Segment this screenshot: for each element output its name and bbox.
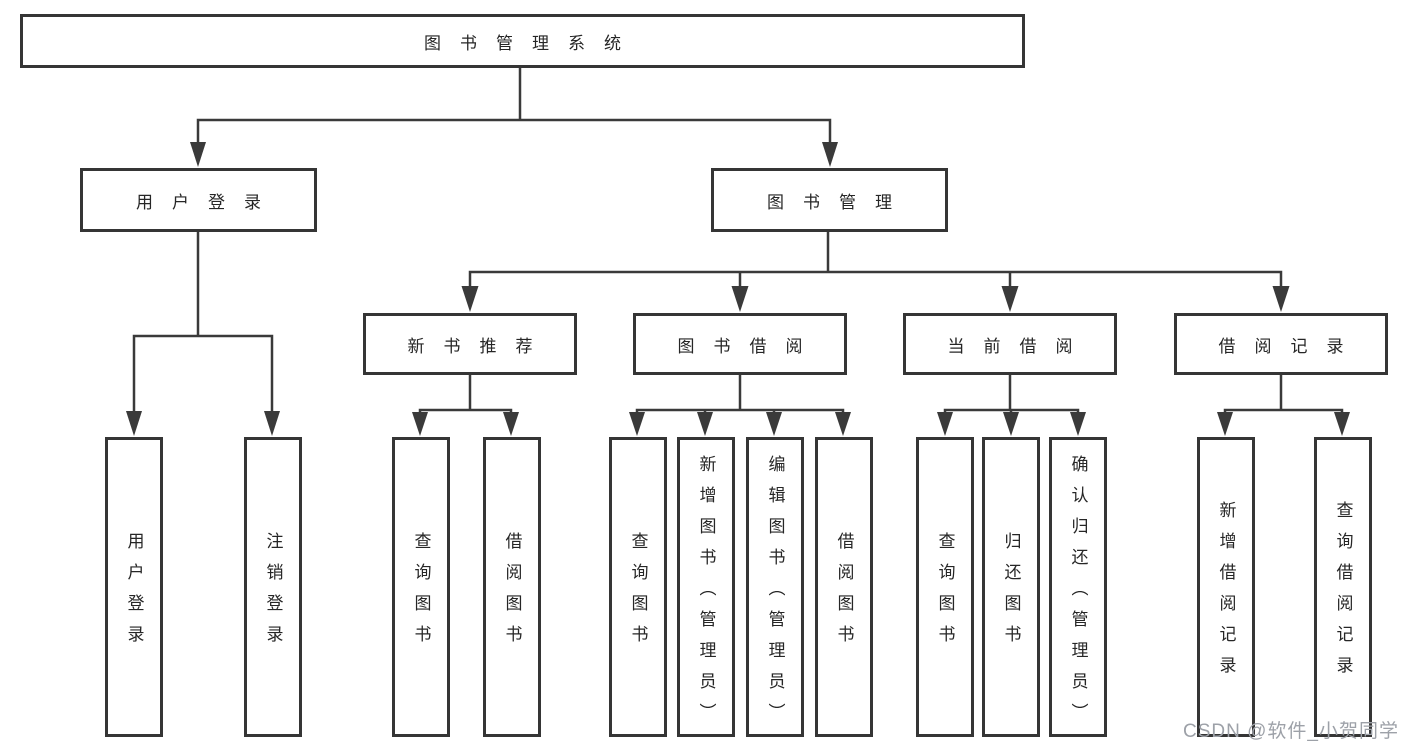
leaf-label: 借阅图书 (834, 532, 854, 656)
node-label: 借阅记录 (1218, 336, 1363, 356)
leaf-label: 编辑图书（管理员） (765, 454, 785, 734)
leaf-logout: 注销登录 (244, 437, 302, 737)
node-borrowing-records: 借阅记录 (1174, 313, 1388, 375)
leaf-label: 查询图书 (935, 532, 955, 656)
leaf-borrow-books-borrowing: 借阅图书 (815, 437, 873, 737)
node-book-borrowing: 图书借阅 (633, 313, 847, 375)
leaf-query-borrow-record: 查询借阅记录 (1314, 437, 1372, 737)
leaf-add-books-admin: 新增图书（管理员） (677, 437, 735, 737)
node-new-book-recommend: 新书推荐 (363, 313, 577, 375)
watermark-text: CSDN @软件_小贺同学 (1183, 721, 1399, 742)
leaf-query-books-current: 查询图书 (916, 437, 974, 737)
leaf-confirm-return-admin: 确认归还（管理员） (1049, 437, 1107, 737)
leaf-user-login: 用户登录 (105, 437, 163, 737)
node-label: 图书管理 (767, 192, 911, 212)
leaf-label: 查询图书 (411, 532, 431, 656)
leaf-label: 查询借阅记录 (1333, 501, 1353, 687)
leaf-label: 新增图书（管理员） (696, 454, 716, 734)
leaf-query-books-borrowing: 查询图书 (609, 437, 667, 737)
leaf-add-borrow-record: 新增借阅记录 (1197, 437, 1255, 737)
node-user-login: 用户登录 (80, 168, 317, 232)
leaf-label: 确认归还（管理员） (1068, 454, 1088, 734)
leaf-borrow-books-recommend: 借阅图书 (483, 437, 541, 737)
node-label: 新书推荐 (407, 336, 552, 356)
leaf-query-books-recommend: 查询图书 (392, 437, 450, 737)
leaf-label: 归还图书 (1001, 532, 1021, 656)
node-current-borrowing: 当前借阅 (903, 313, 1117, 375)
node-library-management-system: 图书管理系统 (20, 14, 1025, 68)
node-label: 图书管理系统 (424, 33, 640, 53)
leaf-label: 新增借阅记录 (1216, 501, 1236, 687)
leaf-edit-books-admin: 编辑图书（管理员） (746, 437, 804, 737)
node-label: 图书借阅 (677, 336, 822, 356)
leaf-label: 借阅图书 (502, 532, 522, 656)
leaf-label: 查询图书 (628, 532, 648, 656)
node-label: 用户登录 (136, 192, 280, 212)
node-book-management: 图书管理 (711, 168, 948, 232)
leaf-label: 用户登录 (124, 532, 144, 656)
leaf-return-books: 归还图书 (982, 437, 1040, 737)
leaf-label: 注销登录 (263, 532, 283, 656)
node-label: 当前借阅 (947, 336, 1092, 356)
